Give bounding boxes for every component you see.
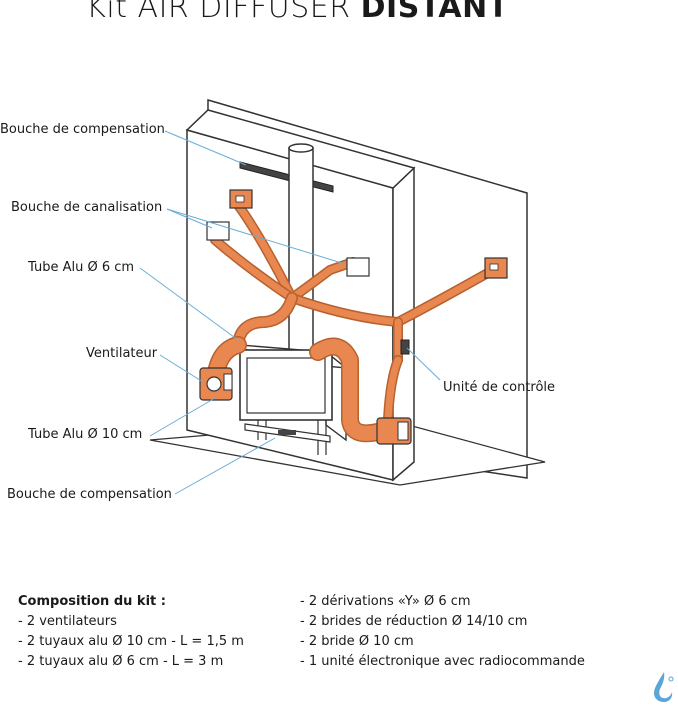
fan-left [199, 367, 233, 401]
composition-item: - 2 tuyaux alu Ø 6 cm - L = 3 m [18, 654, 224, 669]
duct-6cm [210, 200, 498, 365]
composition-item: - 1 unité électronique avec radiocommand… [300, 654, 585, 669]
control-unit [400, 339, 410, 355]
brand-logo-icon [654, 672, 674, 702]
title-prefix: Kit AIR DIFFUSER [86, 0, 351, 25]
fireplace-glass [246, 357, 326, 414]
label-bouche-canalisation: Bouche de canalisation [11, 200, 163, 215]
page-title: Kit AIR DIFFUSER DISTANT [0, 0, 595, 25]
flue-pipe [288, 147, 314, 364]
outlet-1 [229, 189, 253, 209]
leader-lines [139, 130, 441, 495]
label-bouche-compensation-bottom: Bouche de compensation [7, 487, 172, 502]
composition-left: Composition du kit : - 2 ventilateurs - … [18, 592, 244, 672]
composition-item: - 2 dérivations «Y» Ø 6 cm [300, 594, 471, 609]
label-unite-controle: Unité de contrôle [443, 380, 556, 395]
title-bold: DISTANT [360, 0, 509, 25]
label-tube-alu-6: Tube Alu Ø 6 cm [28, 260, 135, 275]
label-tube-alu-10: Tube Alu Ø 10 cm [28, 427, 143, 442]
composition-item: - 2 brides de réduction Ø 14/10 cm [300, 614, 528, 629]
label-bouche-compensation-top: Bouche de compensation [0, 122, 165, 137]
outlet-4 [484, 257, 508, 279]
composition-heading: Composition du kit : [18, 594, 166, 609]
outlet-3 [346, 257, 370, 277]
composition-item: - 2 bride Ø 10 cm [300, 634, 414, 649]
composition-item: - 2 tuyaux alu Ø 10 cm - L = 1,5 m [18, 634, 244, 649]
fan-right [376, 417, 412, 445]
composition-item: - 2 ventilateurs [18, 614, 117, 629]
composition-right: - 2 dérivations «Y» Ø 6 cm - 2 brides de… [300, 592, 585, 672]
label-ventilateur: Ventilateur [86, 346, 158, 361]
